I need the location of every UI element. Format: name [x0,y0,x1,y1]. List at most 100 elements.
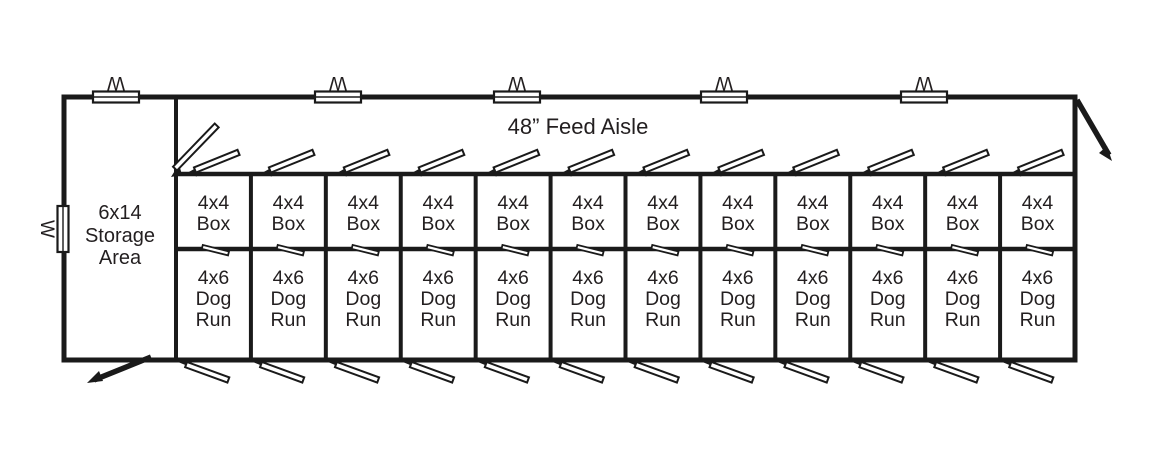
storage-area-label-line: Storage [84,224,156,247]
label-line: Run [944,309,981,331]
label-line: 4x6 [422,267,454,289]
feed-aisle-exterior-door-icon [1074,98,1112,157]
doors-layer [87,98,1112,384]
label-line: Box [196,213,231,235]
window-icon [699,90,749,104]
box-run-door-swing-icon [1024,243,1055,257]
box-run-door-swing-icon [874,243,905,257]
box-run-door-swing-icon [575,243,605,257]
feed-aisle-door-swing-icon [492,148,541,174]
label-line: Dog [570,288,606,310]
label-line: Box [346,213,381,235]
label-line: Dog [794,288,831,310]
label-line: Run [719,309,756,331]
label-line: 4x4 [497,192,529,214]
label-line: 4x4 [946,192,979,214]
label-line: Dog [944,288,981,310]
window-icon [313,90,363,104]
outdoor-run-door-swing-icon [633,360,681,384]
box-run-door-swing-icon [650,243,680,257]
label-line: 4x6 [272,267,305,289]
feed-aisle-door-swing-icon [267,148,316,174]
box-run-door-swing-icon [725,243,755,257]
outdoor-run-door-swing-icon [183,360,231,384]
label-line: 4x4 [797,192,829,214]
label-line: Dog [270,288,307,310]
feed-aisle-door-swing-icon [567,148,616,174]
feed-aisle-label: 48” Feed Aisle [507,114,649,139]
label-line: 4x4 [1021,192,1054,214]
label-line: Box [870,213,905,235]
label-line: Run [645,309,681,331]
outdoor-run-door-swing-icon [933,360,980,384]
label-line: Box [945,213,980,235]
label-line: Run [270,309,307,331]
label-line: Dog [645,288,681,310]
window-icon [56,204,70,254]
window-icon [91,90,141,104]
storage-area-label-line: Area [98,247,142,269]
outdoor-run-door-swing-icon [558,360,606,384]
window-label: W [915,72,933,93]
label-line: Box [271,213,306,235]
window-icon [492,90,542,104]
window-label: W [107,72,125,93]
outdoor-run-door-swing-icon [858,360,905,384]
box-run-door-swing-icon [949,243,980,257]
label-line: Run [570,309,606,331]
window-label: W [36,220,57,238]
label-line: 4x4 [422,192,454,214]
feed-aisle-door-swing-icon [192,148,241,174]
windows-layer [56,90,949,254]
label-line: 4x4 [197,192,230,214]
label-line: 4x4 [871,192,904,214]
feed-aisle-door-swing-icon [642,148,691,174]
label-line: 4x6 [797,267,829,289]
label-line: Run [1019,309,1056,331]
box-run-door-swing-icon [200,243,231,257]
feed-aisle-door-swing-icon [866,148,916,174]
storage-area-label: 6x14 Storage Area [64,202,176,270]
label-line: Box [795,213,830,235]
window-label: W [329,72,347,93]
label-line: 4x6 [197,267,230,289]
label-line: Box [646,213,680,235]
label-line: Box [1020,213,1055,235]
label-line: Box [571,213,605,235]
label-line: Dog [719,288,756,310]
label-line: 4x6 [946,267,979,289]
label-line: Dog [195,288,232,310]
building-outline [61,94,1078,363]
label-line: Run [420,309,457,331]
feed-aisle-door-swing-icon [717,148,766,174]
feed-aisle-door-swing-icon [1016,148,1065,174]
label-line: 4x4 [347,192,379,214]
feed-aisle-door-swing-icon [941,148,991,174]
label-line: Dog [869,288,906,310]
box-run-door-swing-icon [500,243,530,257]
label-line: Run [794,309,831,331]
outdoor-run-door-swing-icon [333,360,381,384]
outdoor-run-door-swing-icon [1007,360,1055,384]
label-line: Run [345,309,382,331]
window-icon [899,90,949,104]
label-line: Dog [345,288,382,310]
